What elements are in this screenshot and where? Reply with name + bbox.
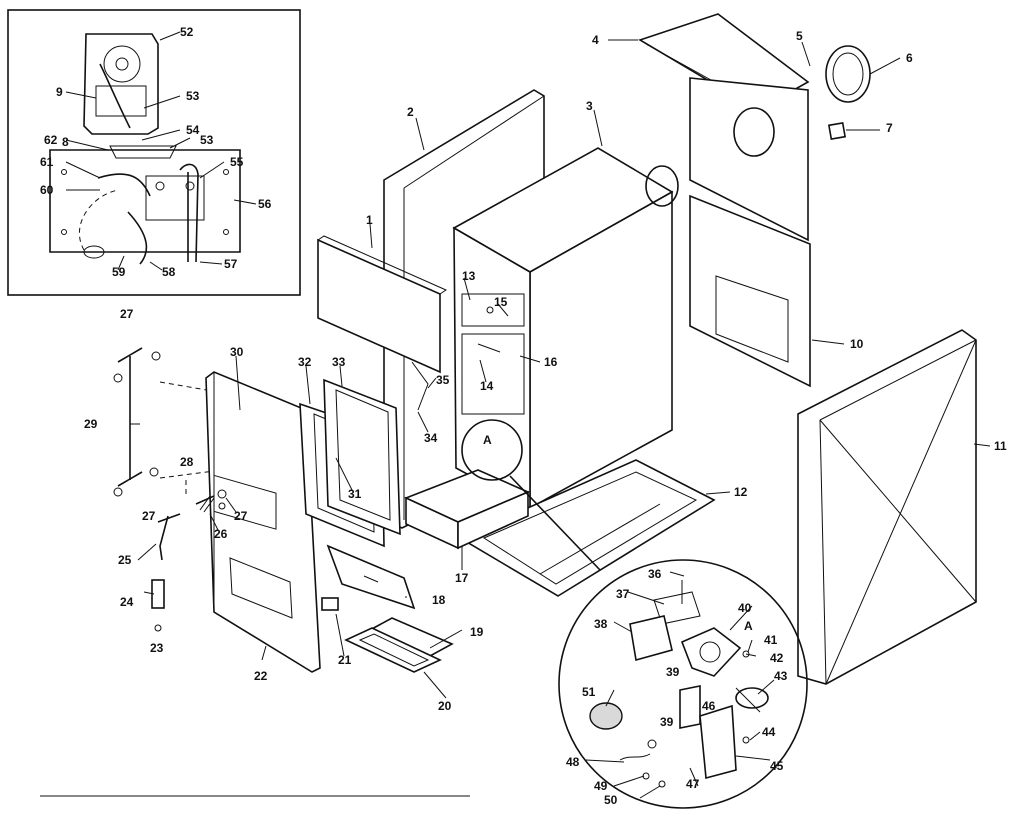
callout-53-lower: 53 (200, 133, 214, 147)
callout-27-top: 27 (120, 307, 134, 321)
callout-40: 40 (738, 601, 752, 615)
callout-19: 19 (470, 625, 484, 639)
callout-30: 30 (230, 345, 244, 359)
door-latch-parts (151, 480, 227, 632)
callout-29: 29 (84, 417, 98, 431)
small-clip (321, 597, 339, 611)
callout-36: 36 (648, 567, 662, 581)
door-rod-assembly (113, 347, 231, 497)
callout-10: 10 (850, 337, 864, 351)
callout-8: 8 (62, 135, 69, 149)
callout-12: 12 (734, 485, 748, 499)
callout-49: 49 (594, 779, 608, 793)
callout-45: 45 (770, 759, 784, 773)
callout-9: 9 (56, 85, 63, 99)
leader-lines (65, 31, 991, 799)
callout-43: 43 (774, 669, 788, 683)
sight-glass-gasket (344, 617, 454, 673)
callout-20: 20 (438, 699, 452, 713)
heat-exchanger-cabinet (452, 147, 679, 510)
detail-marker-a-large: A (744, 619, 753, 633)
callout-5: 5 (796, 29, 803, 43)
callout-59: 59 (112, 265, 126, 279)
callout-15: 15 (494, 295, 508, 309)
callout-3: 3 (586, 99, 593, 113)
callout-27-bottom: 27 (142, 509, 156, 523)
callout-48: 48 (566, 755, 580, 769)
callout-53-upper: 53 (186, 89, 200, 103)
callout-37: 37 (616, 587, 630, 601)
callout-16: 16 (544, 355, 558, 369)
callout-58: 58 (162, 265, 176, 279)
callout-1: 1 (366, 213, 373, 227)
callout-27-right: 27 (234, 509, 248, 523)
callout-32: 32 (298, 355, 312, 369)
callout-61: 61 (40, 155, 54, 169)
callout-39-lower: 39 (660, 715, 674, 729)
callout-39-upper: 39 (666, 665, 680, 679)
callout-44: 44 (762, 725, 776, 739)
small-plate (827, 121, 847, 141)
callout-41: 41 (764, 633, 778, 647)
callout-35: 35 (436, 373, 450, 387)
inset-detail-burner-control (7, 9, 301, 296)
callout-14: 14 (480, 379, 494, 393)
inset-border (7, 9, 301, 296)
callout-22: 22 (254, 669, 268, 683)
callout-25: 25 (118, 553, 132, 567)
callout-26: 26 (214, 527, 228, 541)
callout-56: 56 (258, 197, 272, 211)
callout-52: 52 (180, 25, 194, 39)
inset-dial (103, 45, 141, 83)
callout-38: 38 (594, 617, 608, 631)
callout-42: 42 (770, 651, 784, 665)
callout-50: 50 (604, 793, 618, 807)
callout-11: 11 (994, 439, 1007, 453)
right-side-panel (797, 329, 977, 685)
base-pan (458, 459, 716, 597)
rear-upper-panel (689, 77, 809, 242)
callout-7: 7 (886, 121, 893, 135)
callout-33: 33 (332, 355, 346, 369)
callout-13: 13 (462, 269, 476, 283)
front-door-panel (205, 371, 321, 673)
upper-front-inner-panel (317, 235, 448, 374)
control-window (213, 474, 277, 530)
callout-18: 18 (432, 593, 446, 607)
callout-54: 54 (186, 123, 200, 137)
callout-23: 23 (150, 641, 164, 655)
burner-tray (403, 469, 531, 550)
callout-57: 57 (224, 257, 238, 271)
flue-collar-ring (825, 45, 871, 103)
callout-17: 17 (455, 571, 469, 585)
callout-62: 62 (44, 133, 58, 147)
burner-shield (326, 544, 416, 610)
door-frame-rear (323, 378, 401, 536)
callout-28: 28 (180, 455, 194, 469)
knob (589, 702, 623, 730)
callout-46: 46 (702, 699, 716, 713)
callout-2: 2 (407, 105, 414, 119)
callout-60: 60 (40, 183, 54, 197)
inspection-opening (461, 293, 525, 327)
callout-51: 51 (582, 685, 596, 699)
callout-6: 6 (906, 51, 913, 65)
callout-31: 31 (348, 487, 362, 501)
callout-34: 34 (424, 431, 438, 445)
callout-47: 47 (686, 777, 700, 791)
callout-labels: 1 2 3 4 5 6 7 8 9 10 11 12 13 14 15 16 1… (40, 25, 1007, 807)
callout-24: 24 (120, 595, 134, 609)
small-bracket (411, 361, 429, 411)
inset-control-body (83, 33, 159, 135)
callout-55: 55 (230, 155, 244, 169)
callout-4: 4 (592, 33, 599, 47)
detail-view-a (461, 419, 808, 809)
callout-21: 21 (338, 653, 352, 667)
rear-lower-panel (689, 194, 811, 388)
detail-marker-a-small: A (483, 433, 492, 447)
